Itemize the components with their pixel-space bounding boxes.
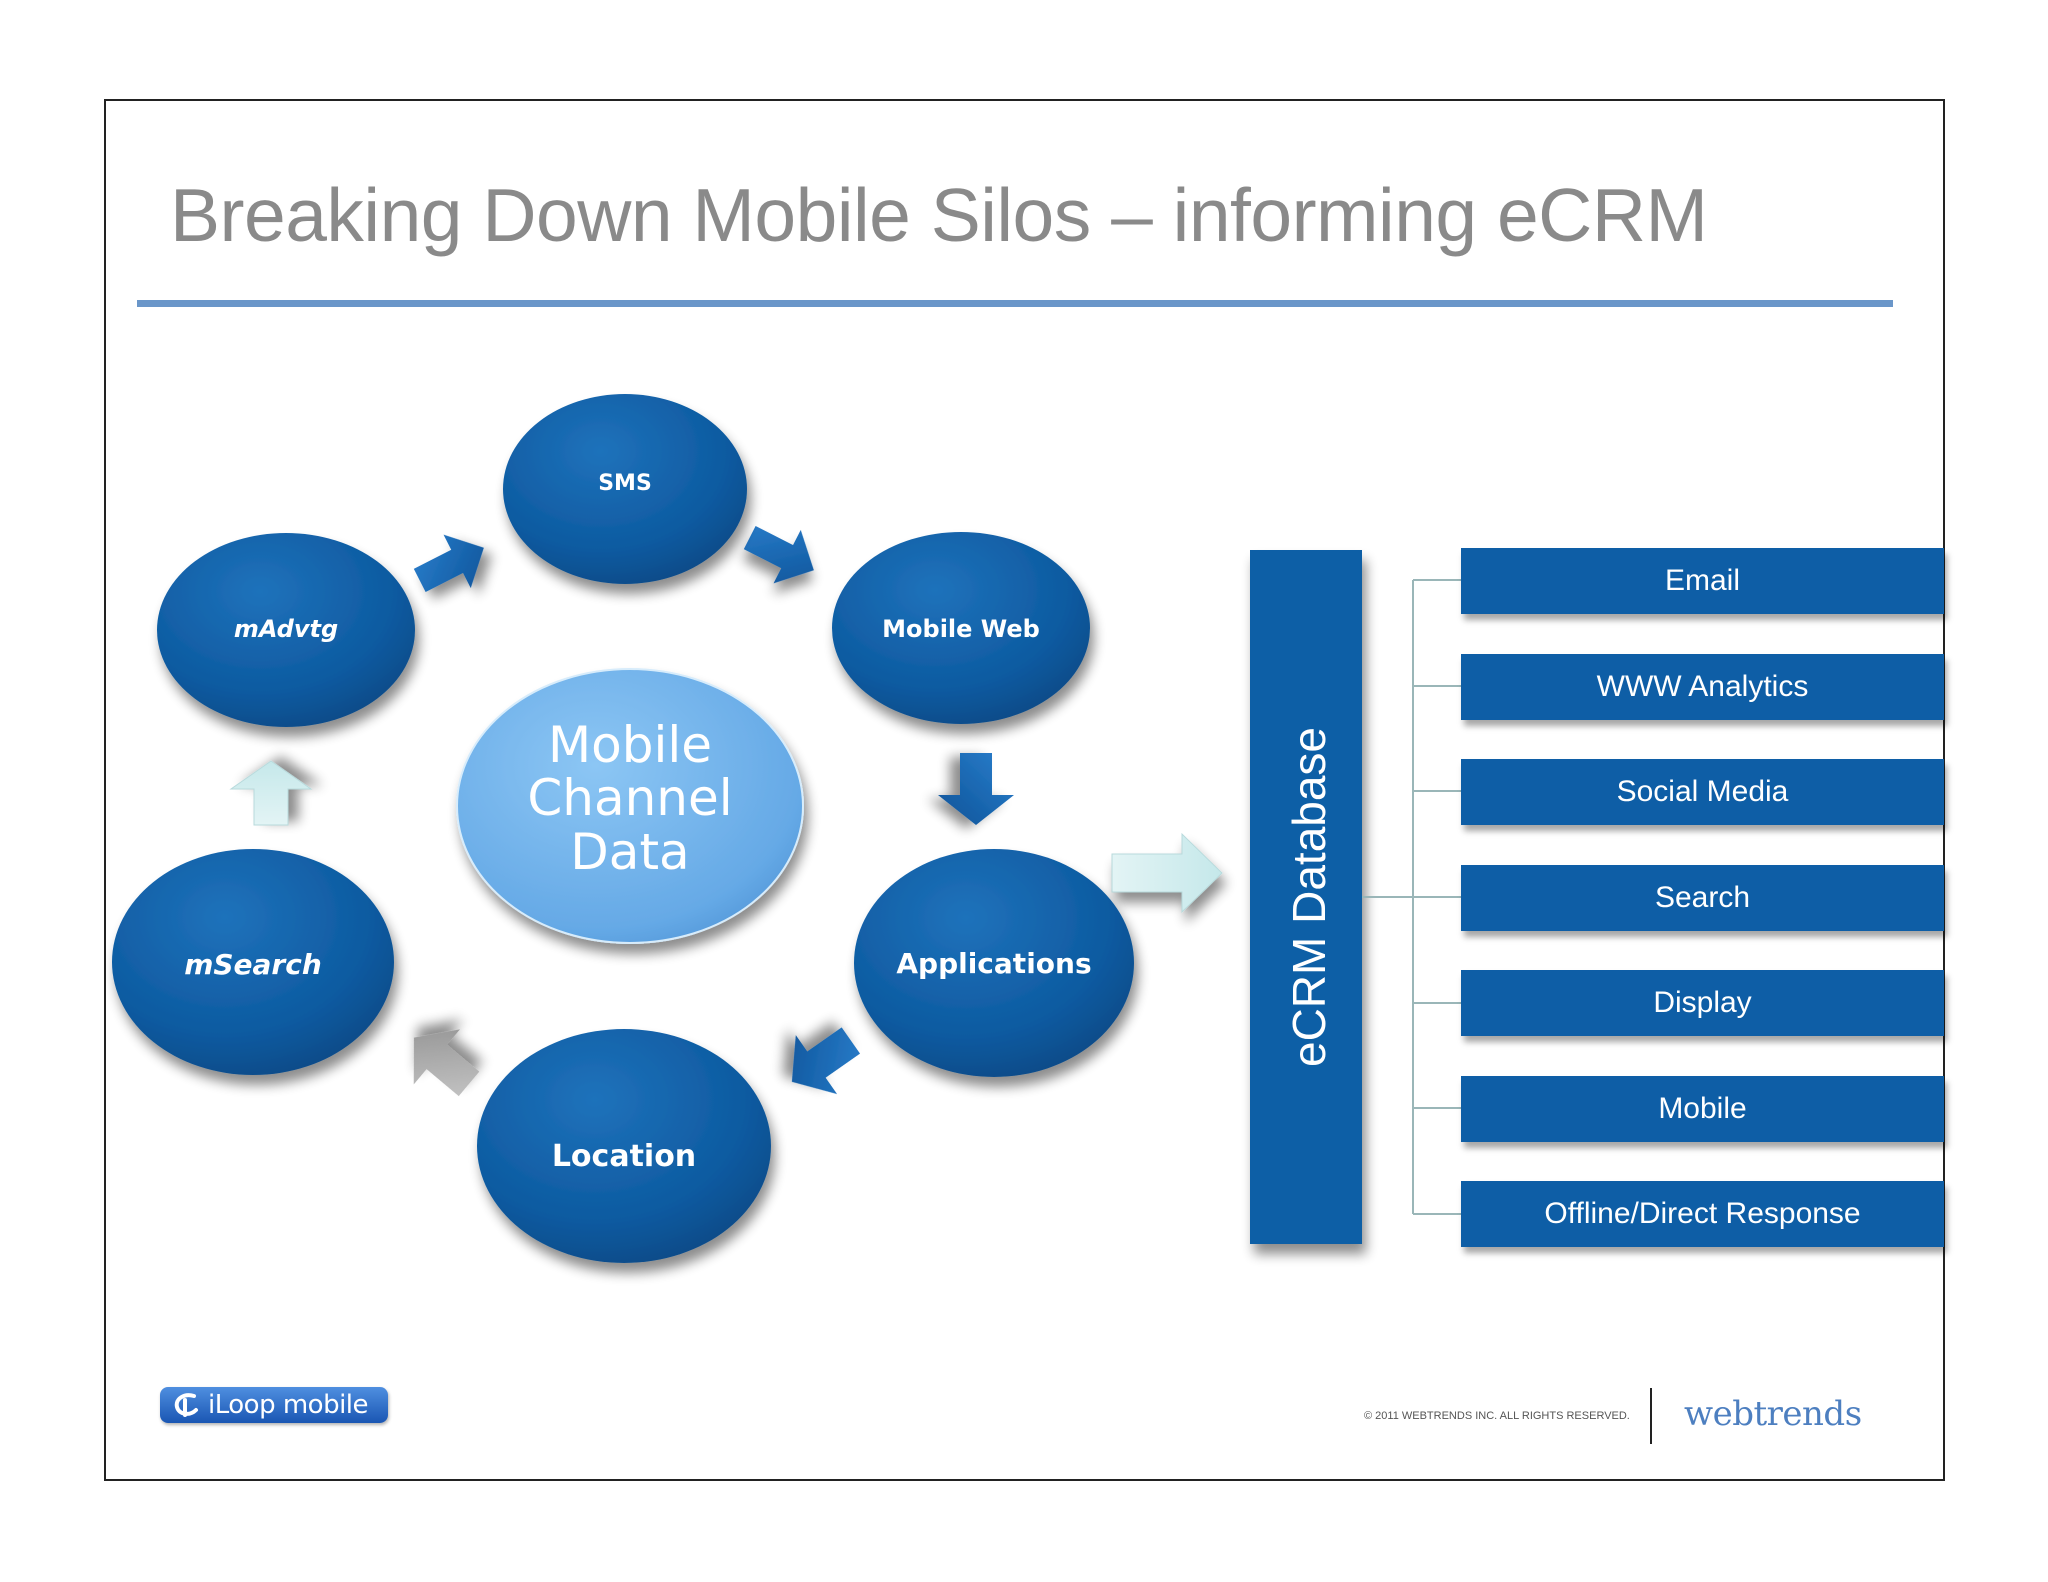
node-sms: SMS xyxy=(503,394,747,584)
title-divider xyxy=(137,300,1893,307)
channel-mobile: Mobile xyxy=(1461,1076,1944,1142)
arrow-msearch-to-madvtg xyxy=(229,760,313,826)
node-msearch-label: mSearch xyxy=(184,948,322,981)
footer-divider xyxy=(1650,1388,1652,1444)
iloop-mobile-logo: iLoop mobile xyxy=(160,1387,388,1423)
center-label-line-3: Data xyxy=(570,823,689,881)
node-mobile-web-label: Mobile Web xyxy=(882,615,1040,643)
node-msearch: mSearch xyxy=(112,849,394,1075)
node-mobile-web: Mobile Web xyxy=(832,532,1090,724)
connector-bracket xyxy=(1362,579,1461,1215)
channel-display: Display xyxy=(1461,970,1944,1036)
iloop-swirl-icon xyxy=(170,1390,204,1420)
channel-offline-direct-response: Offline/Direct Response xyxy=(1461,1181,1944,1247)
center-label-line-1: Mobile xyxy=(548,716,712,774)
node-madvtg: mAdvtg xyxy=(157,533,415,727)
webtrends-logo: webtrends xyxy=(1684,1394,1862,1434)
arrow-madvtg-to-sms xyxy=(413,534,484,593)
arrow-location-to-msearch xyxy=(413,1029,480,1097)
node-applications: Applications xyxy=(854,849,1134,1077)
node-sms-label: SMS xyxy=(598,471,652,496)
arrow-mobile-web-to-applications xyxy=(938,753,1014,825)
node-applications-label: Applications xyxy=(896,947,1091,980)
channel-www-analytics: WWW Analytics xyxy=(1461,654,1944,720)
node-location-label: Location xyxy=(552,1139,696,1174)
iloop-logo-text: iLoop mobile xyxy=(208,1390,369,1420)
channel-social-media: Social Media xyxy=(1461,759,1944,825)
arrow-sms-to-mobile-web xyxy=(743,525,814,584)
copyright-text: © 2011 WEBTRENDS INC. ALL RIGHTS RESERVE… xyxy=(1364,1410,1630,1422)
ecrm-database: eCRM Database xyxy=(1250,550,1362,1244)
channel-search: Search xyxy=(1461,865,1944,931)
channel-email: Email xyxy=(1461,548,1944,614)
node-location: Location xyxy=(477,1029,771,1263)
slide-title: Breaking Down Mobile Silos – informing e… xyxy=(170,173,1708,257)
arrow-applications-to-location xyxy=(791,1027,861,1095)
center-mobile-channel-data: Mobile Channel Data xyxy=(456,668,804,944)
center-label-line-2: Channel xyxy=(527,769,732,827)
arrow-to-ecrm-database xyxy=(1111,832,1223,914)
ecrm-database-label: eCRM Database xyxy=(1283,727,1335,1067)
node-madvtg-label: mAdvtg xyxy=(234,615,338,643)
